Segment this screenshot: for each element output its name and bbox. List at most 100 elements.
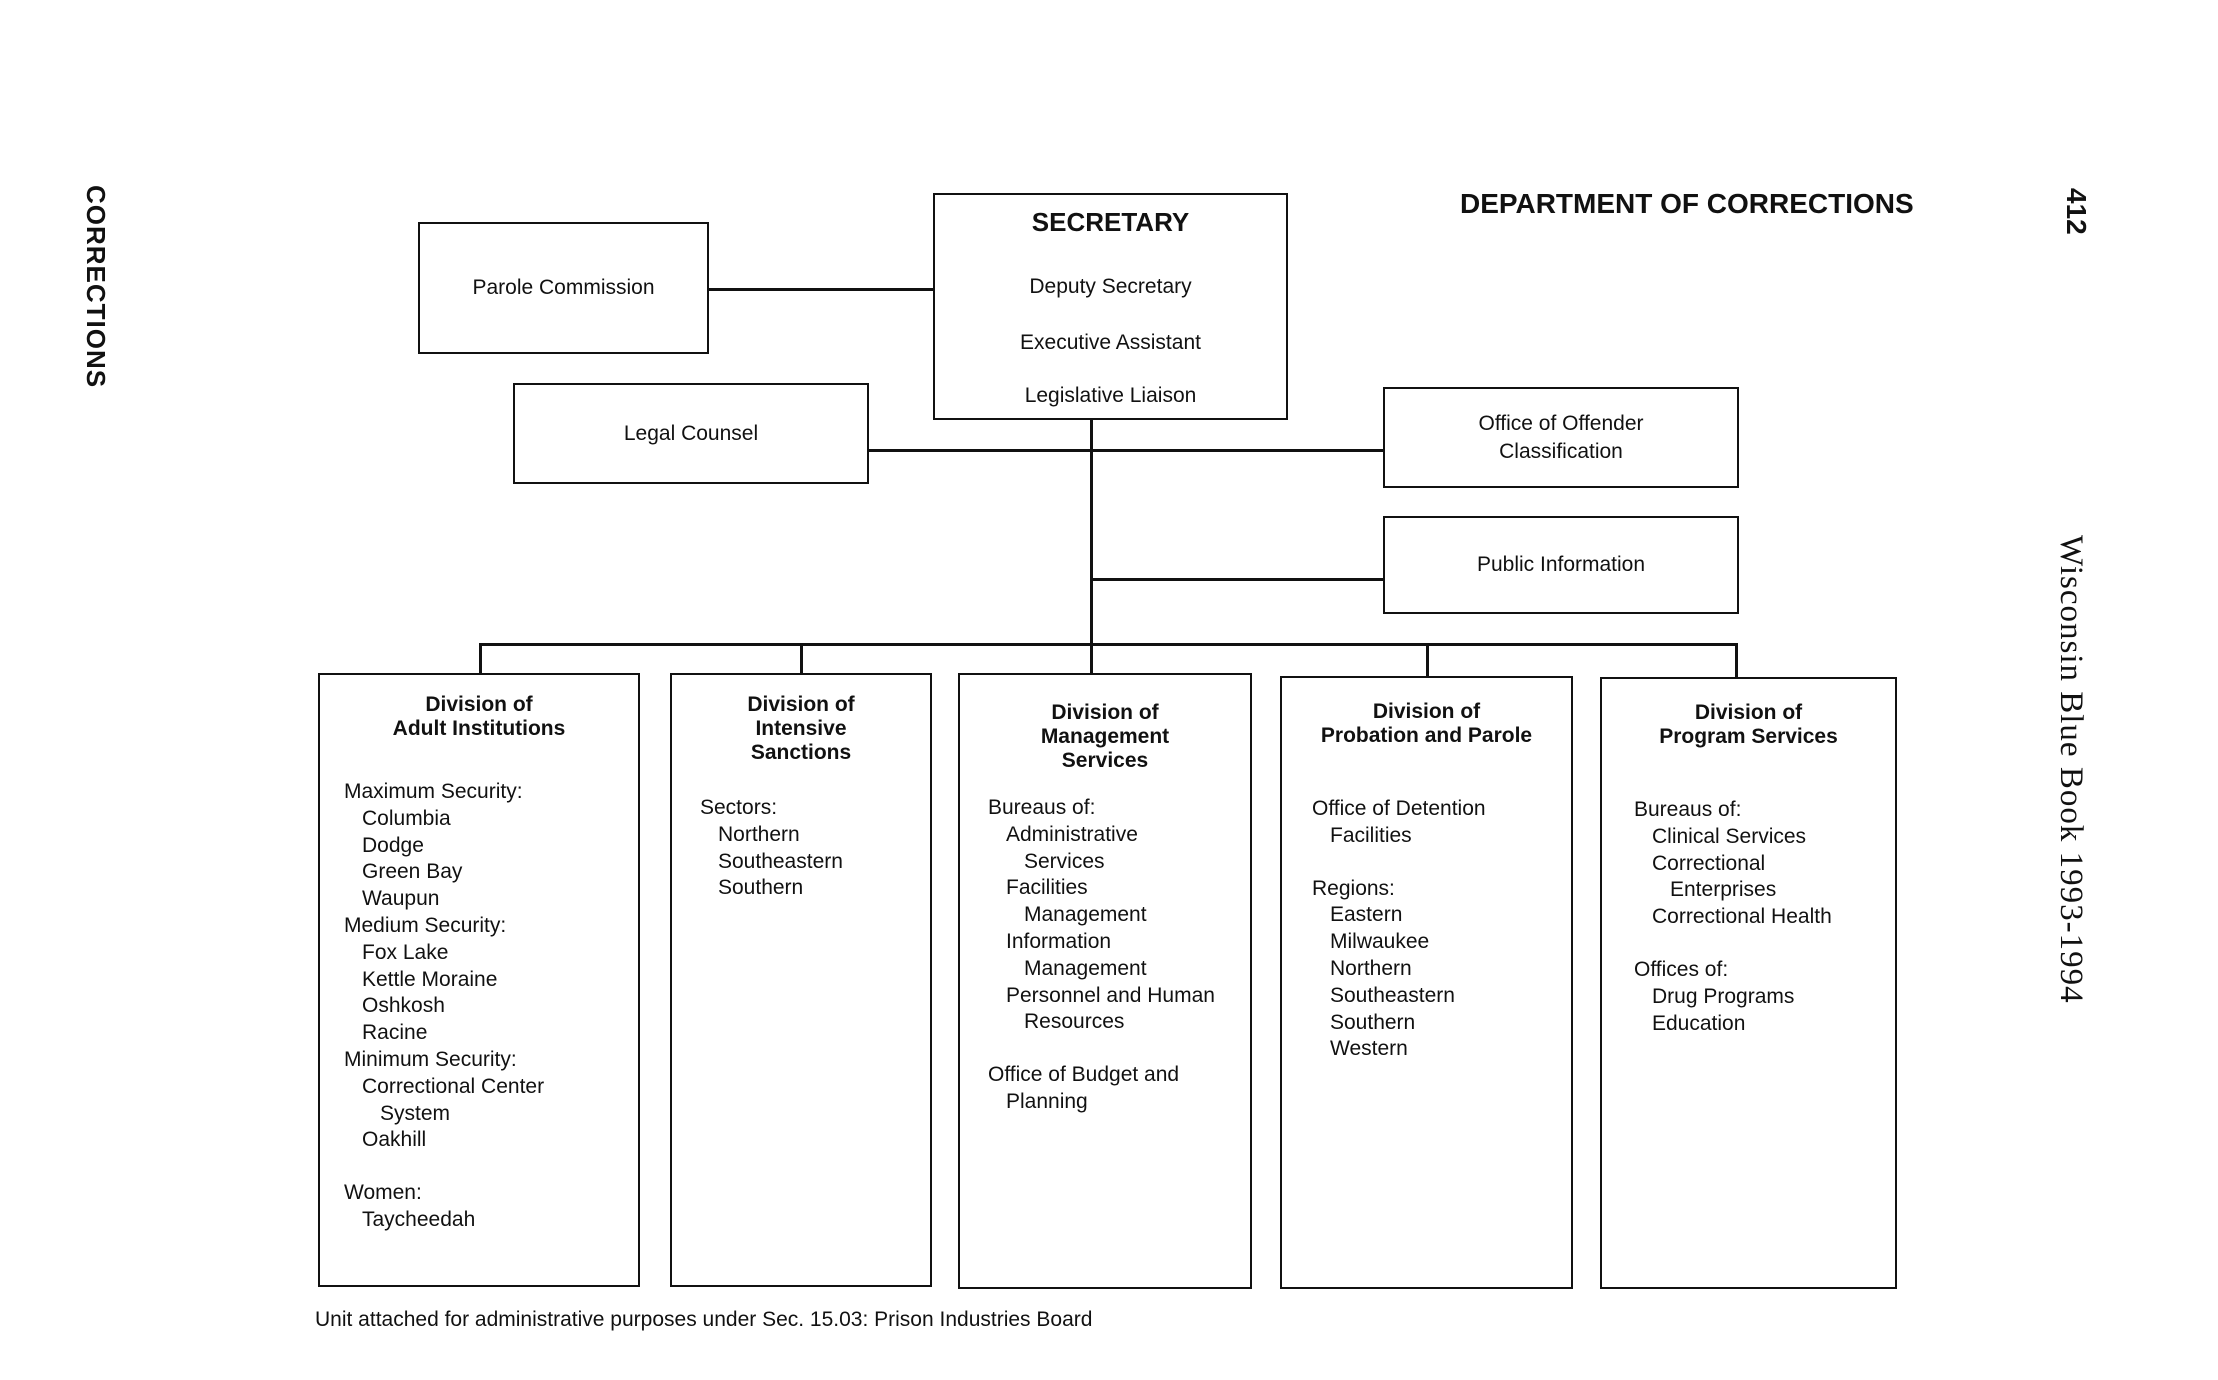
division-list-item: Dodge [362,833,424,857]
division-title-line: Division of [1372,700,1481,723]
division-title: Division of Adult Institutions [320,693,638,741]
division-title-line: Adult Institutions [392,717,566,740]
division-list-item: Maximum Security: [344,780,523,803]
division-list-item: Racine [362,1021,428,1045]
secretary-title: SECRETARY [1031,207,1190,237]
legal-counsel-label: Legal Counsel [623,421,759,445]
connector-divisions-bar [479,643,1737,646]
division-title-line: Division of [1694,701,1803,724]
division-list-item: Green Bay [362,860,463,884]
division-list-item: Services [1024,849,1105,873]
division-list-item: Clinical Services [1652,824,1807,848]
connector-public-info [1090,578,1383,581]
division-spacer [988,1036,1250,1062]
division-list-item: Facilities [1330,823,1412,847]
division-list-item: Southern [718,876,804,900]
secretary-exec-assistant: Executive Assistant [1020,331,1201,354]
division-list-item: Office of Detention [1312,797,1486,820]
division-management-services: Division of Management Services Bureaus … [958,673,1252,1289]
legal-counsel-box: Legal Counsel [513,383,869,484]
division-list-item: Northern [1330,956,1412,980]
division-list-item: Drug Programs [1652,984,1795,1008]
division-list-item: Women: [344,1181,422,1205]
division-title-line: Division of [1051,701,1159,724]
page-title: DEPARTMENT OF CORRECTIONS [1460,188,1914,219]
division-list-item: Management [1024,956,1147,980]
division-list-item: Minimum Security: [344,1047,517,1071]
division-title-line: Intensive [755,717,847,740]
division-list-item: Southeastern [718,849,843,873]
division-list-item: Office of Budget and [988,1063,1180,1087]
division-list-item: Regions: [1312,876,1395,900]
offender-classification-label: Office of Offender Classification [1479,410,1644,466]
division-program-services: Division of Program Services Bureaus of:… [1600,677,1897,1289]
division-adult-institutions: Division of Adult Institutions Maximum S… [318,673,640,1287]
division-list-item: Bureaus of: [1634,798,1742,821]
division-title-line: Management [1040,725,1170,748]
parole-commission-label: Parole Commission [472,276,655,299]
division-title: Division of Intensive Sanctions [672,693,930,765]
offender-classification-box: Office of Offender Classification [1383,387,1739,488]
connector-div-5 [1735,643,1738,678]
division-list-item: Sectors: [700,796,778,819]
connector-legal-offender [867,449,1383,452]
parole-commission-box: Parole Commission [418,222,709,354]
division-spacer [1634,931,1895,957]
division-list-item: Oakhill [362,1128,427,1152]
division-list-item: Education [1652,1011,1746,1035]
division-list-item: Fox Lake [362,940,449,964]
connector-div-1 [479,643,482,674]
division-title-line: Division of [425,693,533,716]
secretary-box: SECRETARY Deputy Secretary Executive Ass… [933,193,1288,420]
division-title: Division of Management Services [960,701,1250,773]
division-list-item: Milwaukee [1330,930,1430,954]
division-probation-parole: Division of Probation and Parole Office … [1280,676,1573,1289]
connector-div-2 [800,643,803,674]
division-list-item: Correctional Health [1652,905,1832,929]
public-information-label: Public Information [1476,553,1646,576]
division-list-item: Waupun [362,887,440,911]
division-list-item: Oshkosh [362,994,445,1018]
public-information-box: Public Information [1383,516,1739,614]
connector-parole [707,288,933,291]
offender-classification-line-1: Office of Offender [1478,411,1644,435]
division-list-item: Medium Security: [344,913,507,937]
division-spacer [344,1154,638,1180]
division-list-item: Enterprises [1670,878,1777,902]
division-list-item: Administrative [1006,822,1138,846]
division-list-item: Bureaus of: [988,796,1096,819]
division-list-item: Southeastern [1330,983,1455,1007]
division-intensive-sanctions: Division of Intensive Sanctions Sectors:… [670,673,932,1287]
division-title-line: Services [1061,749,1149,772]
division-list-item: Kettle Moraine [362,967,498,991]
secretary-deputy: Deputy Secretary [1029,275,1192,298]
division-list-item: Personnel and Human [1006,983,1215,1007]
division-list-item: Southern [1330,1010,1416,1034]
book-title: Wisconsin Blue Book 1993-1994 [2053,535,2089,1004]
section-header: CORRECTIONS [81,185,111,389]
division-list-item: Columbia [362,806,451,830]
division-spacer [1312,850,1571,876]
division-list-item: Management [1024,903,1147,927]
division-title: Division of Program Services [1602,701,1895,749]
offender-classification-line-2: Classification [1499,439,1623,463]
page-number: 412 [2061,188,2092,235]
division-title-line: Division of [747,693,855,716]
division-title-line: Sanctions [750,741,852,764]
division-list-item: Western [1330,1037,1408,1061]
division-list-item: System [380,1101,451,1125]
division-title-line: Probation and Parole [1320,724,1533,747]
division-title: Division of Probation and Parole [1282,700,1571,748]
division-list-item: Taycheedah [362,1207,476,1231]
footnote: Unit attached for administrative purpose… [315,1308,1093,1331]
division-title-line: Program Services [1659,725,1838,748]
division-list-item: Offices of: [1634,957,1729,981]
division-list-item: Resources [1024,1010,1125,1034]
division-list-item: Facilities [1006,876,1088,900]
division-list-item: Planning [1006,1089,1088,1113]
secretary-legislative-liaison: Legislative Liaison [1024,384,1197,407]
division-list-item: Eastern [1330,903,1403,927]
